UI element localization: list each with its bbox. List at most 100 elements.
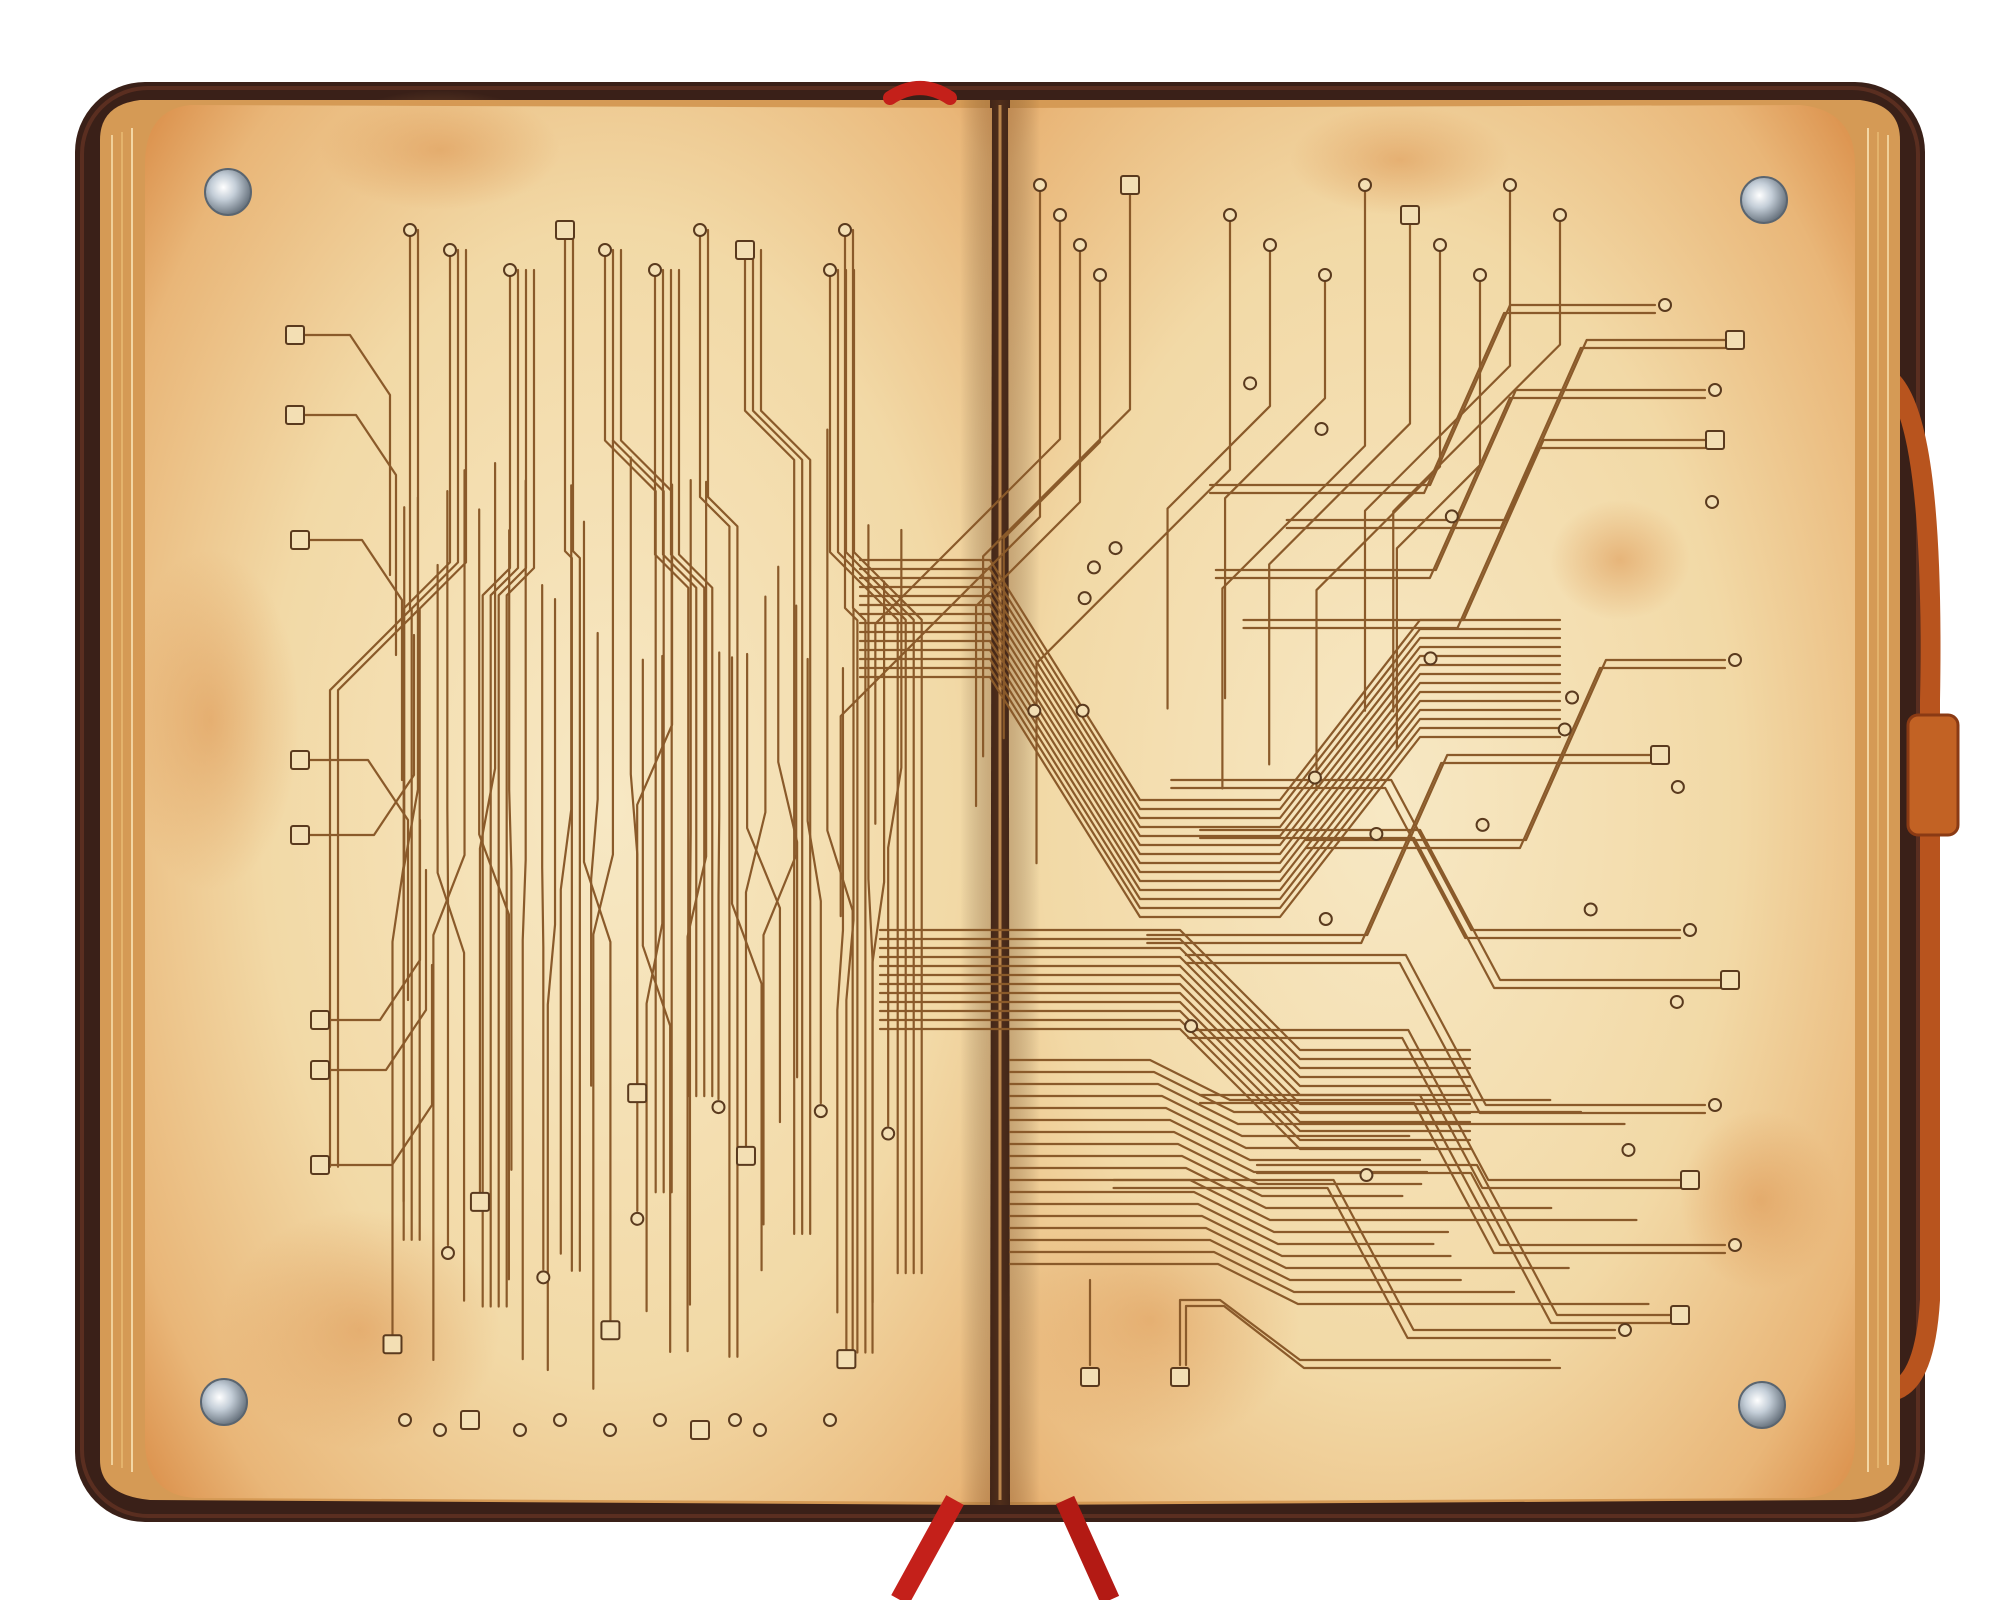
- circuit-trace: [328, 868, 428, 1072]
- circuit-trace: [1184, 1304, 1562, 1370]
- circuit-trace: [446, 490, 450, 1247]
- circuit-trace: [698, 228, 731, 1358]
- circuit-pad: [1093, 268, 1107, 282]
- circuit-trace: [505, 268, 536, 1308]
- circuit-trace: [1146, 753, 1652, 937]
- circuit-trace: [845, 608, 855, 1353]
- circuit-pad: [310, 1060, 330, 1080]
- circuit-trace: [559, 484, 573, 1255]
- circuit-pad: [469, 1191, 490, 1212]
- circuit-trace: [858, 657, 1562, 901]
- circuit-trace: [887, 528, 903, 1127]
- circuit-pad: [1073, 238, 1087, 252]
- circuit-trace: [858, 603, 1562, 847]
- circuit-trace: [541, 584, 545, 1271]
- circuit-pad: [1444, 509, 1459, 524]
- circuit-pad: [433, 1423, 447, 1437]
- circuit-pads: [285, 175, 1745, 1440]
- circuit-pad: [285, 325, 305, 345]
- circuit-trace: [1363, 183, 1512, 712]
- circuit-trace: [839, 183, 1042, 918]
- circuit-trace: [1008, 1082, 1626, 1126]
- circuit-pad: [735, 240, 755, 260]
- circuit-trace: [563, 228, 573, 1272]
- circuit-trace: [410, 248, 460, 1241]
- circuit-pad: [881, 1126, 896, 1141]
- circuit-pad: [1223, 208, 1237, 222]
- circuit-trace: [1008, 1166, 1553, 1210]
- circuit-pad: [1473, 268, 1487, 282]
- bookmark-ribbon-top: [883, 81, 957, 105]
- circuit-pad: [1708, 383, 1722, 397]
- circuit-trace: [1221, 183, 1367, 790]
- circuit-trace: [1146, 761, 1652, 945]
- circuit-trace: [1008, 1178, 1638, 1222]
- circuit-trace: [743, 248, 796, 1236]
- circuit-trace: [432, 469, 466, 1362]
- circuit-trace: [478, 461, 497, 1195]
- circuit-pad: [1053, 208, 1067, 222]
- circuit-trace: [328, 963, 434, 1167]
- circuit-trace: [1008, 1202, 1435, 1246]
- circuit-trace: [1214, 388, 1707, 572]
- circuit-trace: [878, 1009, 1472, 1133]
- circuit-trace: [645, 654, 664, 1313]
- circuit-pad: [1705, 430, 1725, 450]
- circuit-trace: [686, 480, 708, 1353]
- circuit-pad: [693, 223, 707, 237]
- circuit-trace: [1187, 1028, 1682, 1182]
- circuit-pad: [728, 1413, 742, 1427]
- circuit-trace: [1392, 213, 1562, 713]
- circuit-trace: [481, 268, 512, 1308]
- circuit-pad: [1618, 1323, 1632, 1337]
- circuit-pad: [1086, 560, 1101, 575]
- circuit-trace: [858, 612, 1562, 856]
- circuit-pad: [310, 1010, 330, 1030]
- circuit-trace: [762, 604, 798, 1226]
- circuit-trace: [746, 652, 782, 1124]
- circuit-trace: [1198, 1101, 1727, 1255]
- circuit-trace: [1035, 213, 1232, 865]
- circuit-trace: [706, 228, 739, 1358]
- circuit-pad: [1027, 703, 1042, 718]
- circuit-pad: [460, 1410, 480, 1430]
- circuit-pad: [1318, 268, 1332, 282]
- circuit-trace: [974, 243, 1082, 808]
- circuit-trace: [1285, 338, 1727, 522]
- circuit-trace: [336, 228, 420, 1168]
- circuit-trace: [1008, 1058, 1552, 1102]
- circuit-pad: [1725, 330, 1745, 350]
- circuit-trace: [661, 268, 698, 1098]
- circuit-pad: [1503, 178, 1517, 192]
- circuit-trace: [858, 675, 1562, 919]
- circuit-pad: [1369, 826, 1384, 841]
- circuit-pad: [440, 1246, 455, 1261]
- circuit-trace: [1223, 273, 1327, 700]
- circuit-trace: [858, 666, 1562, 910]
- circuit-trace: [777, 565, 799, 1079]
- circuit-trace: [688, 479, 692, 1306]
- circuit-trace: [436, 563, 466, 1302]
- circuit-trace: [858, 639, 1562, 883]
- circuit-pad: [1658, 298, 1672, 312]
- circuit-trace: [1304, 666, 1727, 850]
- right-page: [1008, 105, 1855, 1502]
- circuit-trace: [619, 248, 673, 1194]
- circuit-pad: [1033, 178, 1047, 192]
- circuit-trace: [308, 538, 404, 782]
- circuit-pad: [603, 1423, 617, 1437]
- circuit-trace: [1008, 1142, 1423, 1186]
- circuit-pad: [1720, 970, 1740, 990]
- circuit-pad: [1621, 1142, 1636, 1157]
- circuit-trace: [328, 818, 422, 1022]
- circuit-trace: [1208, 303, 1657, 487]
- circuit-pad: [1670, 779, 1685, 794]
- circuit-pad: [1705, 494, 1720, 509]
- circuit-pad: [1075, 703, 1090, 718]
- circuit-trace: [1184, 961, 1707, 1115]
- circuit-trace: [636, 483, 674, 1087]
- circuit-pad: [503, 263, 517, 277]
- circuit-trace: [1170, 786, 1682, 940]
- circuit-pad: [513, 1423, 527, 1437]
- rivet-bottom-right: [1738, 1381, 1786, 1429]
